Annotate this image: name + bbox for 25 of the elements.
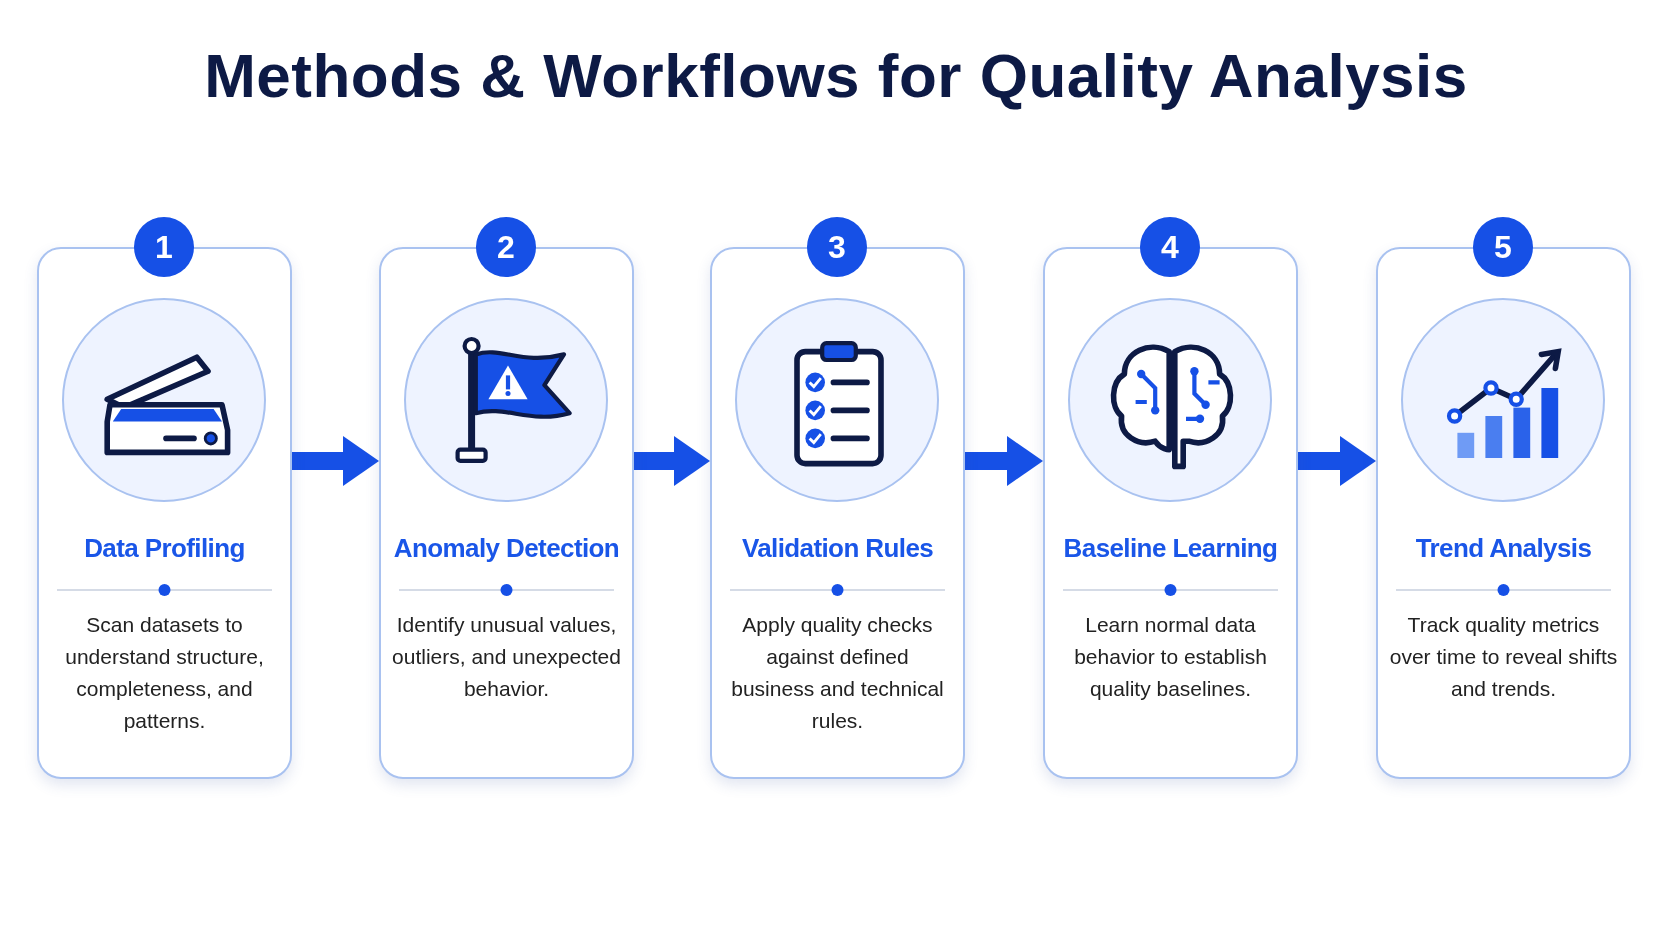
title: Methods & Workflows for Quality Analysis bbox=[203, 40, 1469, 111]
step-title: Baseline Learning bbox=[1062, 533, 1279, 564]
process-card bbox=[37, 217, 292, 779]
process-card bbox=[379, 217, 634, 779]
step-number: 2 bbox=[476, 217, 536, 277]
process-card bbox=[1376, 217, 1631, 779]
step-title: Anomaly Detection bbox=[392, 533, 621, 564]
arrow bbox=[292, 436, 379, 486]
step-description: Learn normal data behavior to establish quality baselines. bbox=[1073, 612, 1268, 702]
step-title: Data Profiling bbox=[83, 533, 246, 564]
step-description: Apply quality checks against defined business and technical rules. bbox=[730, 612, 945, 734]
arrow bbox=[634, 436, 710, 486]
process-card bbox=[1043, 217, 1298, 779]
step-number: 1 bbox=[134, 217, 194, 277]
step-title: Validation Rules bbox=[740, 533, 935, 564]
arrow bbox=[1298, 436, 1376, 486]
process-card bbox=[710, 217, 965, 779]
step-title: Trend Analysis bbox=[1414, 533, 1593, 564]
step-number: 5 bbox=[1473, 217, 1533, 277]
step-description: Scan datasets to understand structure, completeness, and patterns. bbox=[64, 612, 265, 734]
step-description: Track quality metrics over time to reveal shifts and trends. bbox=[1388, 612, 1619, 702]
step-description: Identify unusual values, outliers, and unexpected behavior. bbox=[391, 612, 622, 702]
arrow bbox=[965, 436, 1043, 486]
step-number: 4 bbox=[1140, 217, 1200, 277]
step-number: 3 bbox=[807, 217, 867, 277]
